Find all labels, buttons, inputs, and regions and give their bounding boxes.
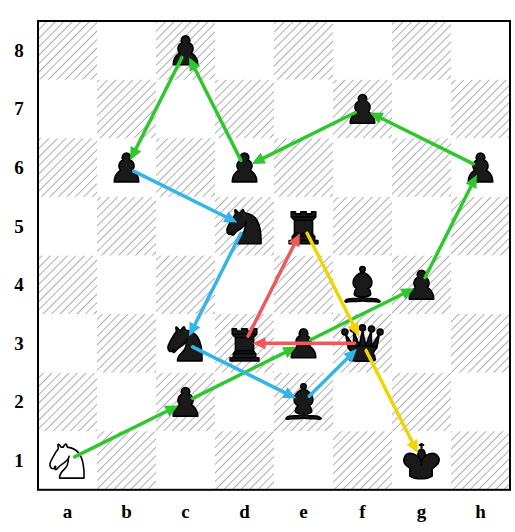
board-square (451, 373, 510, 432)
move-arrow (366, 350, 418, 453)
black-pawn-piece (173, 36, 198, 65)
file-label: g (417, 502, 427, 521)
black-pawn-piece (114, 153, 139, 182)
board-square (274, 197, 333, 256)
file-label: h (475, 502, 486, 521)
board-square (156, 314, 215, 373)
file-label: e (299, 502, 307, 521)
move-arrow (253, 337, 355, 349)
move-arrow (193, 347, 297, 398)
board-square (38, 314, 97, 373)
black-pawn-piece (232, 153, 257, 182)
board-square (215, 431, 274, 490)
move-arrow (248, 233, 300, 336)
move-arrow (75, 405, 179, 456)
move-arrow (311, 288, 415, 339)
board-square (451, 80, 510, 139)
board-square (38, 21, 97, 80)
board-square (451, 431, 510, 490)
black-pawn-piece (409, 270, 434, 299)
file-label: c (181, 502, 189, 521)
rank-label: 4 (14, 275, 24, 294)
move-arrow (189, 57, 241, 160)
board-square (38, 197, 97, 256)
board-square (333, 80, 392, 139)
rank-label: 8 (14, 41, 24, 60)
board-square (392, 431, 451, 490)
board-square (392, 21, 451, 80)
file-label: b (121, 502, 132, 521)
board-square (215, 21, 274, 80)
black-pawn-piece (350, 95, 375, 124)
board-square (38, 255, 97, 314)
board-square (274, 21, 333, 80)
move-arrow (370, 112, 474, 163)
rank-label: 2 (14, 392, 24, 411)
board-square (38, 431, 97, 490)
rank-label: 3 (14, 334, 24, 353)
move-arrow (130, 57, 182, 160)
move-arrow (193, 347, 297, 398)
board-square (333, 138, 392, 197)
rank-label: 6 (14, 158, 24, 177)
file-label: d (239, 502, 250, 521)
board-square (451, 255, 510, 314)
black-bishop-piece (345, 267, 380, 303)
black-pawn-piece (468, 153, 493, 182)
board-square (97, 314, 156, 373)
board-square (97, 138, 156, 197)
board-square (392, 314, 451, 373)
white-knight-piece (50, 444, 84, 478)
black-pawn-piece (173, 388, 198, 417)
move-arrow (425, 175, 477, 278)
board-square (97, 197, 156, 256)
board-square (215, 197, 274, 256)
board-square (156, 21, 215, 80)
rank-label: 5 (14, 217, 24, 236)
black-rook-piece (230, 329, 259, 361)
move-arrow (252, 112, 356, 163)
board-square (451, 314, 510, 373)
board-square (274, 431, 333, 490)
board-square (451, 21, 510, 80)
board-square (392, 255, 451, 314)
file-label: a (63, 502, 73, 521)
board-square (451, 138, 510, 197)
file-label: f (359, 502, 365, 521)
rank-label: 7 (14, 99, 24, 118)
board-square (38, 373, 97, 432)
board-square (38, 138, 97, 197)
board-square (38, 80, 97, 139)
black-king-piece (404, 443, 440, 479)
move-arrow (134, 171, 238, 222)
board-square (97, 255, 156, 314)
board-square (156, 431, 215, 490)
move-arrow (309, 349, 357, 396)
rank-label: 1 (14, 451, 24, 470)
black-knight-piece (227, 210, 261, 244)
board-square (333, 21, 392, 80)
move-arrow (189, 233, 241, 336)
board-square (215, 138, 274, 197)
move-arrow (307, 233, 359, 336)
board-square (156, 373, 215, 432)
board-square (333, 197, 392, 256)
black-knight-piece (168, 327, 202, 361)
board-square (333, 431, 392, 490)
board-square (97, 21, 156, 80)
